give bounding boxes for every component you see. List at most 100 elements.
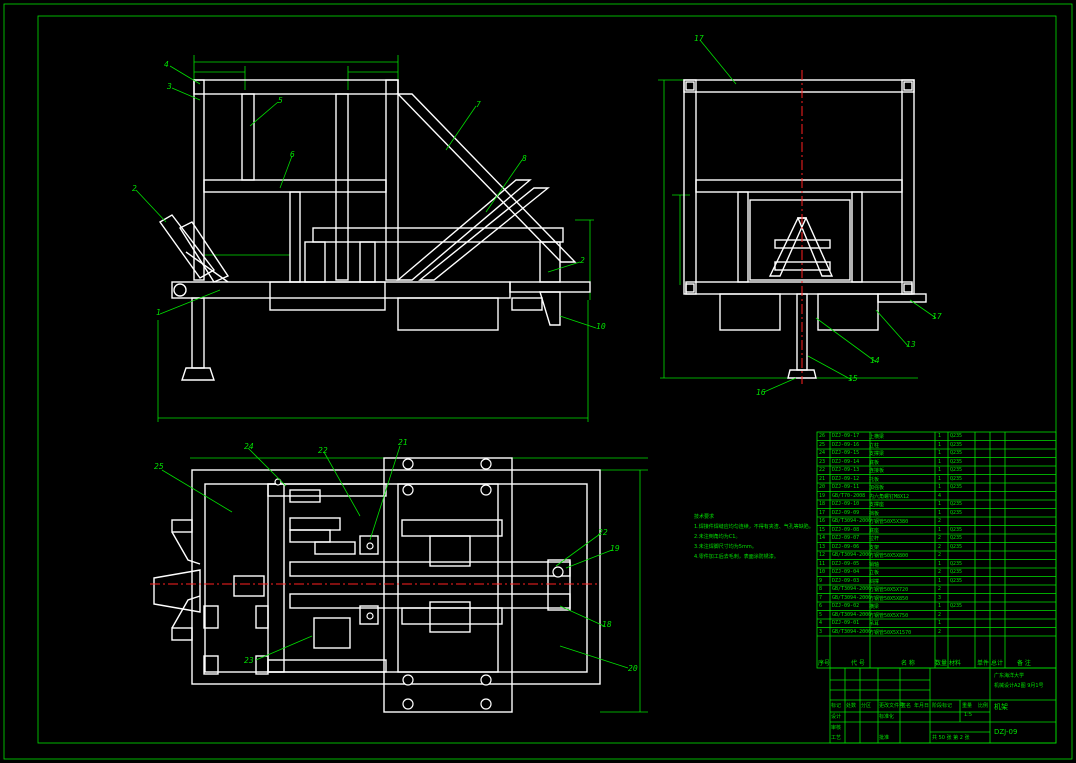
- bom-cell-mat: Q235: [950, 501, 963, 507]
- bom-cell-qty: 1: [938, 526, 942, 533]
- bom-cell-no: 25: [819, 441, 826, 448]
- tb-label-mark: 标记: [831, 703, 842, 709]
- bom-cell-name: 支撑梁: [869, 451, 885, 457]
- bom-cell-code: DZJ-09-06: [832, 543, 860, 550]
- callout-24: 24: [244, 442, 254, 451]
- tb-label-sign: 签名: [901, 703, 912, 709]
- bom-cell-code: DZJ-09-05: [832, 560, 860, 567]
- bom-cell-name: 方钢管50X5X850: [869, 595, 909, 602]
- tb-label-ratio: 比例: [978, 703, 989, 709]
- bom-cell-no: 22: [819, 467, 826, 473]
- bom-cell-qty: 1: [938, 603, 942, 609]
- bom-cell-no: 24: [819, 450, 826, 456]
- note-line: 2.未注倒角均为C1。: [694, 534, 741, 540]
- bom-header-total: 总计: [991, 660, 1004, 667]
- bom-cell-name: 方钢管50X5X800: [869, 553, 909, 559]
- bom-cell-mat: Q235: [950, 467, 963, 473]
- callout-19: 19: [610, 544, 620, 553]
- bom-header-qty: 数量: [935, 660, 948, 667]
- bom-cell-code: DZJ-09-17: [832, 433, 860, 439]
- callout-17a: 17: [694, 34, 704, 43]
- callout-23: 23: [244, 656, 254, 665]
- bom-cell-qty: 1: [938, 509, 942, 516]
- bom-cell-qty: 2: [938, 586, 942, 592]
- bom-cell-mat: Q235: [950, 603, 963, 609]
- bom-cell-code: DZJ-09-03: [832, 577, 860, 584]
- notes-heading: 技术要求: [694, 514, 715, 520]
- callout-10: 10: [596, 322, 606, 331]
- tb-label-count: 处数: [846, 703, 857, 709]
- bom-cell-qty: 2: [938, 535, 942, 541]
- callout-14: 14: [870, 356, 880, 365]
- callout-7: 7: [476, 100, 481, 109]
- bom-cell-name: 上横梁: [869, 434, 885, 440]
- tb-label-weight: 重量: [962, 703, 973, 709]
- bom-cell-no: 12: [819, 552, 826, 558]
- bom-cell-qty: 1: [938, 475, 942, 482]
- bom-cell-name: 支撑座: [869, 502, 885, 508]
- bom-cell-no: 7: [819, 594, 823, 601]
- tb-label-change: 更改文件号: [879, 703, 905, 709]
- bom-cell-qty: 2: [938, 543, 942, 550]
- tb-label-process: 工艺: [831, 735, 842, 741]
- bom-cell-qty: 1: [938, 458, 942, 465]
- bom-cell-qty: 2: [938, 552, 942, 558]
- bom-cell-mat: Q235: [950, 535, 963, 541]
- bom-cell-code: DZJ-09-10: [832, 501, 860, 507]
- bom-cell-code: DZJ-09-13: [832, 467, 860, 473]
- bom-cell-mat: Q235: [950, 441, 963, 448]
- bom-cell-mat: Q235: [950, 458, 963, 465]
- callout-8: 8: [522, 154, 527, 163]
- bom-cell-name: 方钢管50X5X380: [869, 519, 909, 525]
- callout-1: 1: [156, 308, 161, 317]
- bom-cell-qty: 1: [938, 560, 942, 567]
- bom-cell-code: DZJ-09-01: [832, 620, 860, 626]
- bom-cell-name: 连接板: [869, 468, 885, 474]
- note-line: 1.焊接件焊缝应均匀连续，不得有夹渣、气孔等缺陷。: [694, 524, 814, 530]
- tb-label-std: 标准化: [879, 714, 895, 720]
- bom-cell-qty: 3: [938, 594, 942, 601]
- callout-16: 16: [756, 388, 766, 397]
- title-scale: 1:5: [964, 712, 973, 718]
- bom-cell-name: 挡板: [869, 510, 880, 517]
- note-line: 3.未注焊脚尺寸均为5mm。: [694, 544, 757, 550]
- callout-6: 6: [290, 150, 295, 159]
- bom-cell-qty: 1: [938, 620, 942, 626]
- bom-cell-mat: Q235: [950, 543, 963, 550]
- bom-cell-no: 26: [819, 433, 826, 439]
- bom-cell-name: 立柱: [869, 442, 880, 449]
- bom-cell-qty: 1: [938, 501, 942, 507]
- bom-cell-name: 销轴: [869, 561, 880, 568]
- bom-cell-no: 5: [819, 611, 823, 618]
- bom-cell-name: 立板: [869, 570, 880, 576]
- bom-cell-no: 14: [819, 535, 826, 541]
- side-view: [135, 55, 597, 422]
- bom-cell-code: DZJ-09-12: [832, 475, 860, 482]
- bom-header-code: 代 号: [851, 660, 865, 667]
- callout-4: 4: [164, 60, 169, 69]
- callout-18: 18: [602, 620, 612, 629]
- bom-cell-no: 15: [819, 526, 826, 533]
- bom-cell-no: 21: [819, 475, 826, 482]
- title-block: [829, 667, 1057, 744]
- bom-cell-name: 方钢管50X5X1570: [869, 629, 912, 636]
- bom-cell-code: GB/T70-2008: [832, 492, 866, 499]
- bom-cell-name: 托板: [869, 476, 880, 483]
- bom-cell-name: 方钢管50X5X720: [869, 587, 909, 593]
- bom-cell-no: 4: [819, 620, 823, 626]
- bom-cell-qty: 2: [938, 611, 942, 618]
- bom-header-name: 名 称: [901, 660, 915, 667]
